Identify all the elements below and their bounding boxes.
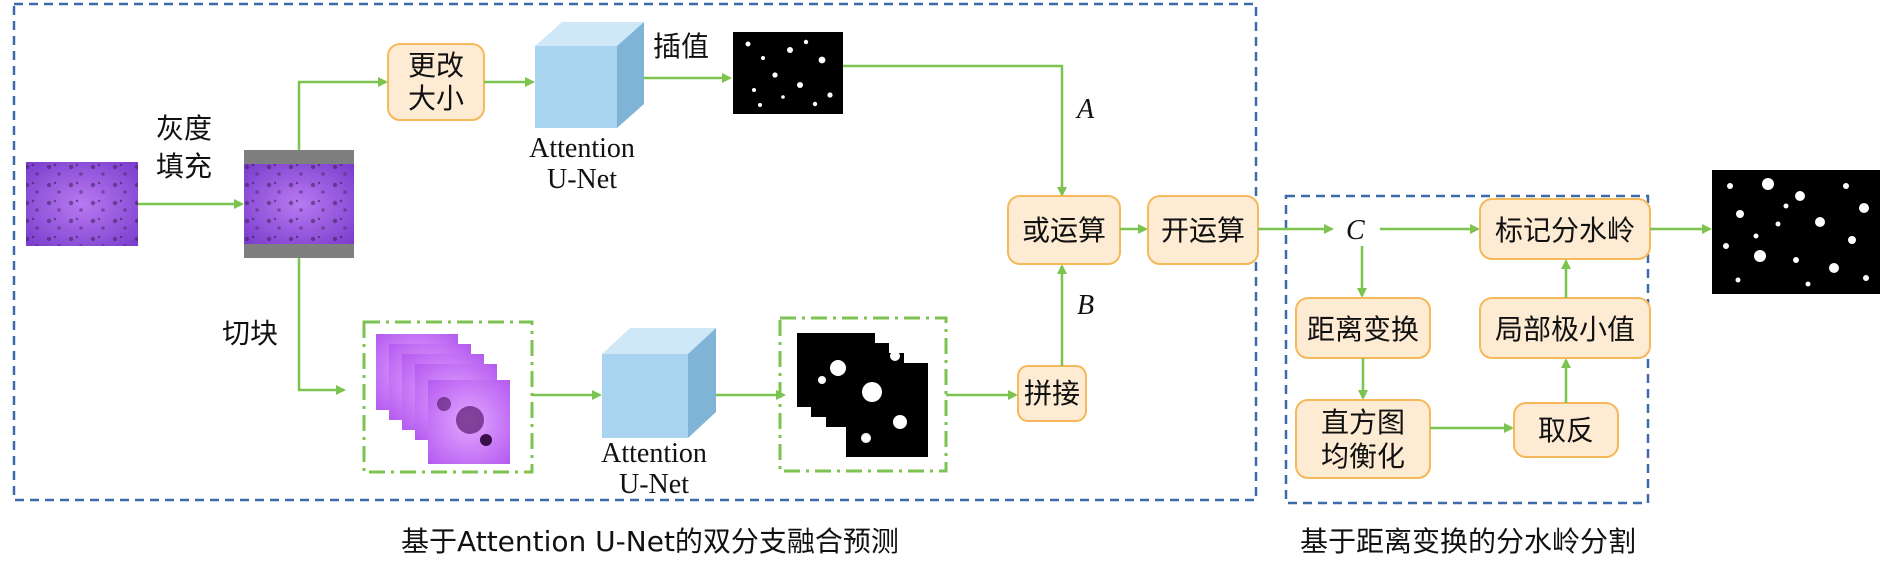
or-op-label: 或运算 [1022,214,1106,247]
attention-unet-top-cube [535,22,644,128]
unet-top-label-1: Attention [529,133,635,164]
input-image [26,162,138,246]
stitch-box [1017,365,1087,422]
hist-eq-box [1295,399,1431,479]
output-image [1712,170,1880,294]
invert-label: 取反 [1538,414,1594,447]
label-a: A [1075,94,1095,125]
stitch-label: 拼接 [1024,377,1080,410]
resize-label-2: 大小 [408,82,464,115]
local-min-label: 局部极小值 [1495,313,1635,346]
gray-fill-label-1: 灰度 [156,112,212,145]
arrow-padded-to-resize [297,77,388,150]
unet-bottom-label-1: Attention [601,438,707,469]
arrow-top-to-or [843,64,1067,197]
resize-label-1: 更改 [408,49,464,82]
interpolate-label: 插值 [653,30,709,63]
image-tiles [362,320,534,474]
unet-bottom-label-2: U-Net [619,469,689,500]
top-mask-image [733,32,843,114]
hist-eq-label-1: 直方图 [1321,406,1405,439]
padded-image [244,150,354,258]
mask-tiles [778,316,948,473]
mark-watershed-label: 标记分水岭 [1495,214,1635,247]
right-caption: 基于距离变换的分水岭分割 [1300,525,1636,558]
arrow-padded-to-tiles [297,258,346,395]
label-c: C [1346,215,1365,246]
tile-label: 切块 [222,317,278,350]
attention-unet-bottom-cube [602,328,716,438]
open-op-label: 开运算 [1161,214,1245,247]
label-b: B [1077,290,1094,321]
hist-eq-label-2: 均衡化 [1321,440,1405,473]
unet-top-label-2: U-Net [547,164,617,195]
dist-transform-label: 距离变换 [1307,313,1419,346]
gray-fill-label-2: 填充 [156,150,212,183]
left-caption: 基于Attention U-Net的双分支融合预测 [401,525,899,558]
